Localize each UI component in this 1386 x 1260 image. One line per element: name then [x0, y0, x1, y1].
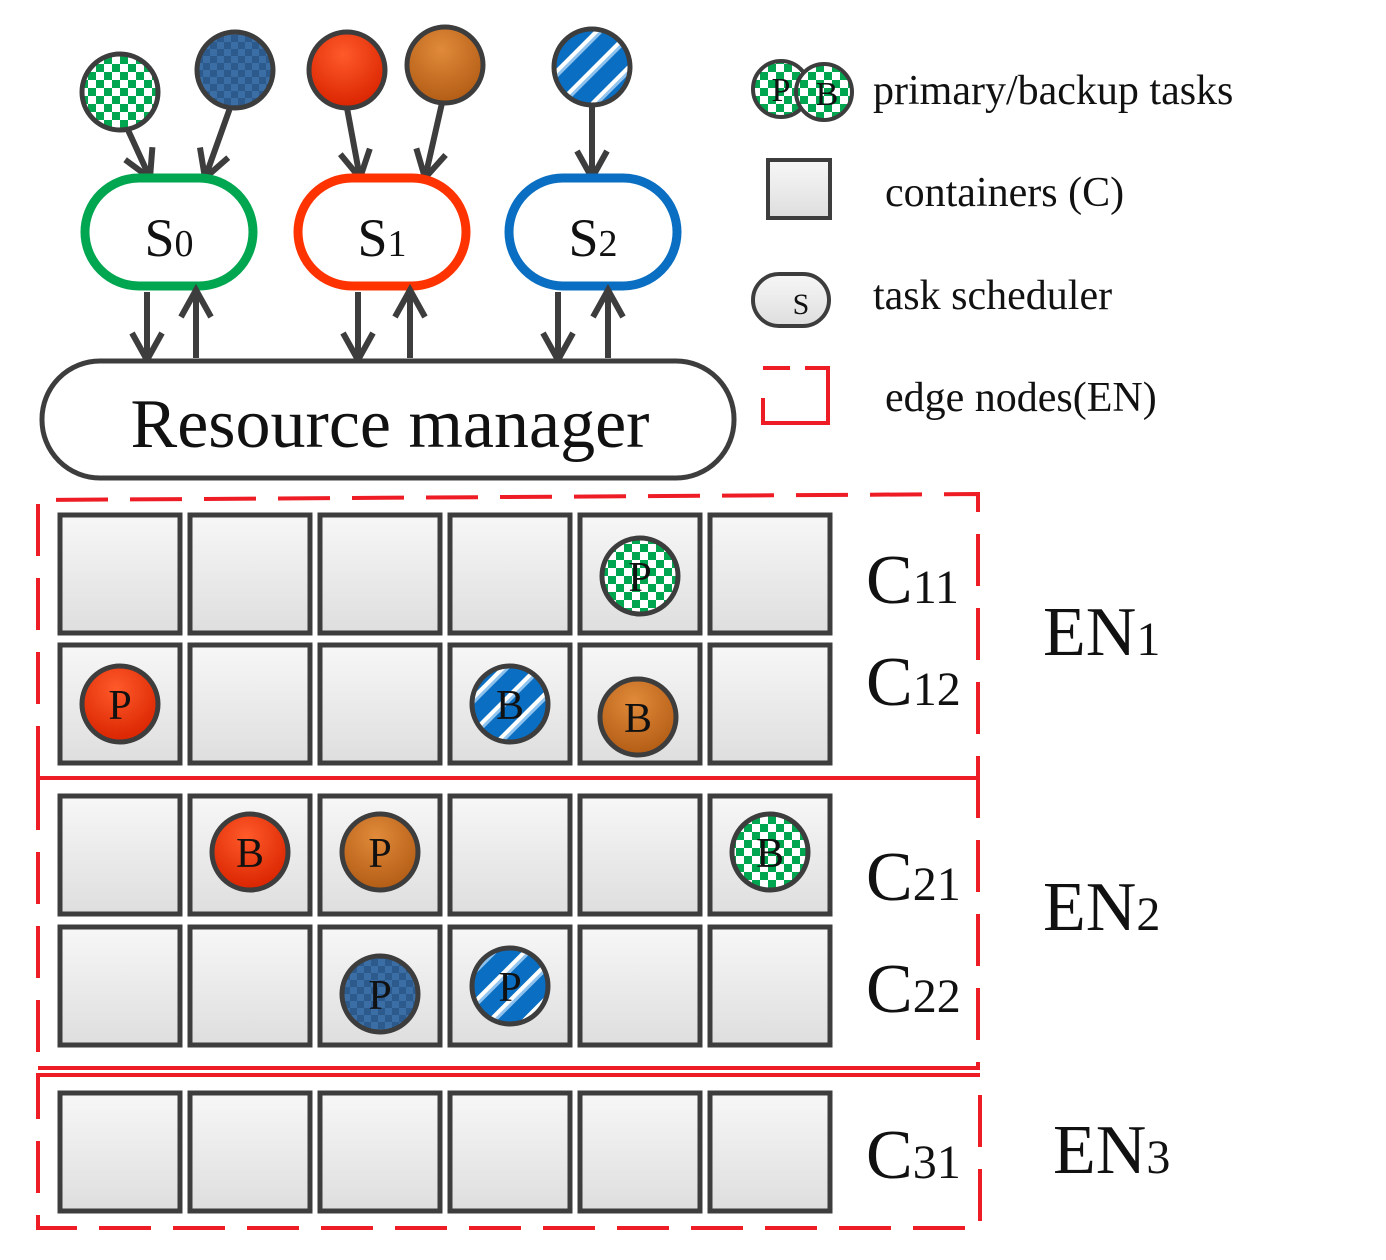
scheduler-s0-base: S	[144, 208, 174, 268]
task-orange	[404, 24, 486, 106]
placed-task-blue-check	[339, 953, 421, 1035]
placed-task-label: P	[368, 831, 391, 877]
placed-task-label: P	[498, 965, 521, 1011]
container-slot	[577, 924, 703, 1048]
container-slot	[707, 642, 833, 766]
container-slot	[317, 1090, 443, 1214]
placed-task-label: B	[496, 683, 524, 729]
container-slot	[57, 1090, 183, 1214]
container-slot	[317, 512, 443, 636]
container-label-c22: C22	[866, 951, 961, 1028]
scheduler-s1-base: S	[357, 208, 387, 268]
placed-task-green-check	[729, 811, 811, 893]
resource-manager: Resource manager	[39, 358, 737, 481]
container-label-c12: C12	[866, 644, 961, 721]
task-green-check	[79, 51, 161, 133]
container-slot	[57, 924, 183, 1048]
container-slot	[57, 512, 183, 636]
scheduler-s2: S2	[504, 173, 682, 291]
container-slot	[707, 924, 833, 1048]
placed-task-label: P	[108, 683, 131, 729]
legend-scheduler-icon	[751, 272, 831, 328]
placed-task-red	[79, 663, 161, 745]
legend-scheduler: S task scheduler	[751, 272, 1112, 328]
legend-container-label: containers (C)	[885, 170, 1124, 216]
legend-backup-task-icon	[794, 62, 854, 122]
legend-task-label: primary/backup tasks	[873, 68, 1233, 114]
legend-container-icon	[766, 158, 832, 220]
scheduler-s0-sub: 0	[175, 223, 194, 265]
legend-b-label: B	[816, 76, 839, 113]
container-label-c11: C11	[866, 542, 959, 619]
task-red	[306, 29, 388, 111]
scheduler-rm-arrows	[147, 290, 608, 360]
svg-text:S1: S1	[357, 208, 406, 268]
svg-text:S0: S0	[144, 208, 193, 268]
incoming-tasks	[79, 24, 633, 133]
container-slot	[707, 1090, 833, 1214]
scheduler-s1-sub: 1	[388, 223, 407, 265]
placed-task-label: B	[756, 831, 784, 877]
edge-node-label-3: EN3	[1053, 1112, 1170, 1189]
edge-node-label-1: EN1	[1043, 594, 1160, 671]
arrow-task-to-s0-b	[205, 106, 233, 178]
container-slot	[447, 512, 573, 636]
legend-scheduler-symbol: S	[793, 288, 810, 321]
legend-edge-node-icon	[761, 366, 830, 425]
scheduler-s0: S0	[80, 173, 258, 291]
container-labels: C11 C12 C21 C22 C31	[866, 542, 961, 1194]
placed-task-label: B	[624, 696, 652, 742]
container-label-c31: C31	[866, 1117, 961, 1194]
edge-node-labels: EN1 EN2 EN3	[1043, 594, 1170, 1189]
container-slot	[187, 924, 313, 1048]
placed-task-label: P	[368, 973, 391, 1019]
legend-task: P B primary/backup tasks	[751, 59, 1233, 122]
container-slot	[707, 512, 833, 636]
resource-manager-label: Resource manager	[131, 386, 650, 463]
task-blue-stripe	[551, 26, 633, 108]
container-slot	[57, 793, 183, 917]
placed-task-orange	[597, 676, 679, 758]
scheduler-s2-sub: 2	[599, 223, 618, 265]
placed-task-label: B	[236, 831, 264, 877]
edge-node-borders	[36, 491, 982, 1230]
legend-p-label: P	[772, 72, 791, 109]
container-slot	[447, 1090, 573, 1214]
arrow-task-to-s1-a	[347, 107, 360, 178]
container-grid: P P B B B P B P P	[57, 512, 833, 1214]
arrow-task-to-s1-b	[425, 102, 442, 178]
placed-task-red	[209, 811, 291, 893]
legend-edge-node-label: edge nodes(EN)	[885, 375, 1157, 421]
svg-text:S2: S2	[568, 208, 617, 268]
container-slot	[317, 642, 443, 766]
container-label-c21: C21	[866, 839, 961, 916]
container-slot	[187, 1090, 313, 1214]
scheduler-s2-base: S	[568, 208, 598, 268]
legend: P B primary/backup tasks containers (C) …	[751, 59, 1233, 425]
placed-task-green-check	[599, 535, 681, 617]
container-slot	[577, 793, 703, 917]
scheduler-s1: S1	[293, 173, 471, 291]
legend-scheduler-label: task scheduler	[873, 273, 1112, 319]
task-blue-check	[194, 29, 276, 111]
container-slot	[187, 512, 313, 636]
legend-container: containers (C)	[766, 158, 1124, 220]
task-arrows	[128, 102, 592, 178]
placed-task-label: P	[628, 555, 651, 601]
container-slot	[187, 642, 313, 766]
arrow-task-to-s0-a	[128, 128, 150, 178]
edge-node-label-2: EN2	[1043, 869, 1160, 946]
container-slot	[447, 793, 573, 917]
container-slot	[577, 1090, 703, 1214]
placed-task-blue-stripe	[469, 663, 551, 745]
placed-task-orange	[339, 811, 421, 893]
legend-edge-node: edge nodes(EN)	[761, 366, 1157, 425]
placed-task-blue-stripe	[469, 945, 551, 1027]
